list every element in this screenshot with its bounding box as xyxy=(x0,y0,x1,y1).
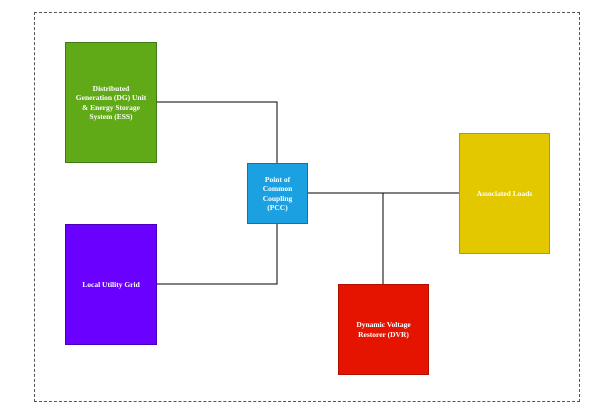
pcc-block: Point of Common Coupling (PCC) xyxy=(247,163,308,224)
diagram-boundary xyxy=(34,12,580,402)
associated-loads-block: Associated Loads xyxy=(459,133,550,254)
dg-to-pcc-line xyxy=(157,101,278,163)
grid-to-pcc-line xyxy=(157,224,278,285)
dg-ess-block: Distributed Generation (DG) Unit & Energ… xyxy=(65,42,157,163)
dvr-block: Dynamic Voltage Restorer (DVR) xyxy=(338,284,429,375)
utility-grid-block: Local Utility Grid xyxy=(65,224,157,345)
